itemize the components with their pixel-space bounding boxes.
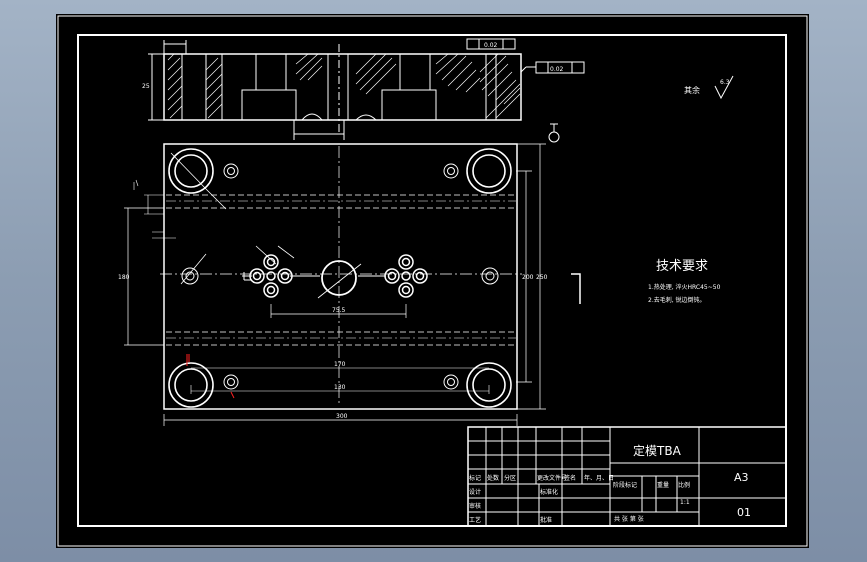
weight-header: 重量 bbox=[657, 481, 669, 489]
side-height-label: 25 bbox=[142, 83, 150, 90]
standard-label: 标准化 bbox=[540, 488, 558, 496]
plan-view bbox=[124, 143, 581, 426]
sheet-count: 共 张 第 张 bbox=[614, 515, 644, 523]
craft-label: 工艺 bbox=[469, 516, 481, 524]
tech-heading: 技术要求 bbox=[656, 259, 708, 274]
review-label: 审核 bbox=[469, 502, 481, 510]
inner-width-label: 170 bbox=[334, 361, 346, 368]
guide-pillar-bushings bbox=[168, 148, 512, 408]
red-mark-bottom bbox=[230, 391, 235, 399]
row-label-5: 年、月、日 bbox=[584, 474, 614, 482]
left-span-label: 180 bbox=[118, 274, 130, 281]
tech-item-1: 1.热处理, 淬火HRC45~50 bbox=[648, 283, 721, 291]
roughness-value: 6.3 bbox=[720, 79, 730, 86]
stage-header: 阶段标记 bbox=[613, 481, 637, 489]
scale-value: 1:1 bbox=[680, 499, 690, 506]
outer-border bbox=[57, 15, 808, 547]
section-view bbox=[148, 38, 585, 143]
cavity-left bbox=[249, 254, 293, 298]
title-block bbox=[467, 426, 787, 527]
row-label-4: 签名 bbox=[564, 474, 576, 482]
row-label-2: 分区 bbox=[504, 474, 516, 482]
sheet-size: A3 bbox=[734, 471, 749, 484]
inner-frame bbox=[77, 34, 787, 527]
height-inner-label: 200 bbox=[522, 274, 534, 281]
cad-drawing: 25 0.02 0.02 bbox=[57, 15, 808, 547]
approve-label: 批准 bbox=[540, 516, 552, 524]
flatness-label: 0.02 bbox=[484, 42, 498, 49]
roughness-symbol bbox=[714, 75, 734, 100]
roughness-label: 其余 bbox=[684, 85, 700, 95]
row-label-3: 更改文件号 bbox=[537, 474, 567, 482]
gate-span-label: 75.5 bbox=[332, 307, 346, 314]
scale-header: 比例 bbox=[678, 481, 690, 489]
row-label-0: 标记 bbox=[469, 474, 481, 482]
tech-item-2: 2.去毛刺, 锐边倒钝。 bbox=[648, 296, 706, 304]
height-label: 250 bbox=[536, 274, 548, 281]
design-label: 设计 bbox=[469, 488, 481, 496]
cavity-right bbox=[384, 254, 428, 298]
part-name: 定模TBA bbox=[633, 443, 682, 458]
row-label-1: 处数 bbox=[487, 474, 499, 482]
red-mark-left bbox=[186, 354, 190, 366]
hole-span-label: 130 bbox=[334, 384, 346, 391]
drawing-sheet: 25 0.02 0.02 bbox=[56, 14, 809, 548]
parallelism-label: 0.02 bbox=[550, 66, 564, 73]
drawing-number: 01 bbox=[737, 506, 751, 519]
total-width-label: 300 bbox=[336, 413, 348, 420]
